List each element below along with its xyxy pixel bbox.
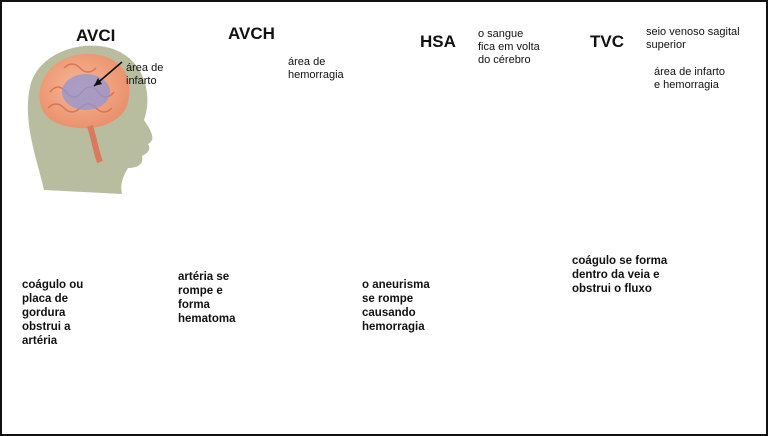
title-hsa: HSA [420,32,456,51]
label-venous-clot: coágulo se forma dentro da veia e obstru… [572,255,668,295]
label-hemorrhage-area: área de hemorragia [288,56,344,81]
title-tvc: TVC [590,32,624,51]
label-sagittal-sinus: seio venoso sagital superior [646,26,740,51]
head-avci [27,45,153,195]
title-avch: AVCH [228,24,275,43]
label-artery-ruptures: artéria se rompe e forma hematoma [178,271,236,325]
label-infarct-area: área de infarto [126,62,164,87]
label-clot-plaque: coágulo ou placa de gordura obstrui a ar… [22,279,84,347]
title-avci: AVCI [76,26,116,45]
label-blood-around-brain: o sangue fica em volta do cérebro [478,28,540,66]
label-infarct-hemorrhage: área de infarto e hemorragia [654,66,725,91]
label-aneurysm-ruptures: o aneurisma se rompe causando hemorragia [362,279,430,333]
